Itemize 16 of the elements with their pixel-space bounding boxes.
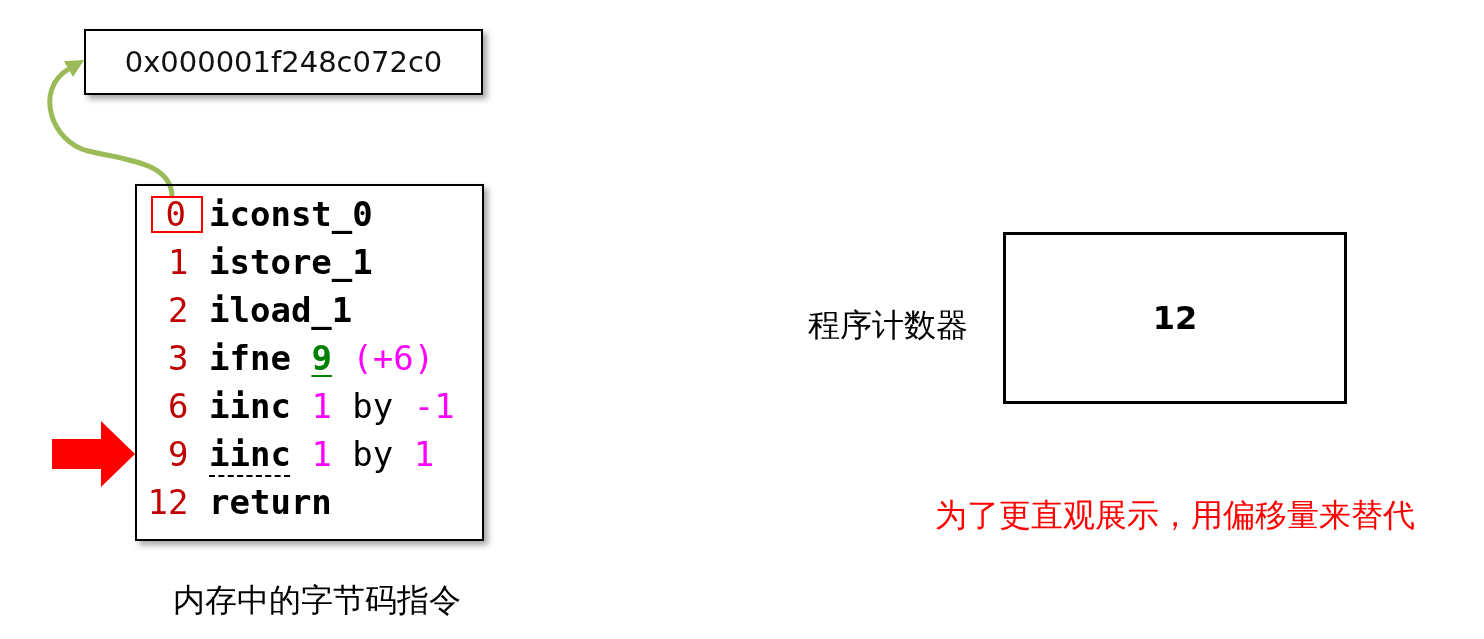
code-line: 6 iinc 1 by -1: [168, 385, 455, 428]
note: 为了更直观展示，用偏移量来替代: [935, 495, 1415, 535]
listing-label: 内存中的字节码指令: [173, 580, 461, 620]
code-line: 3 ifne 9 (+6): [168, 337, 435, 380]
code-listing-box: [135, 184, 484, 541]
code-line: 2 iload_1: [168, 289, 353, 332]
code-line: 1 istore_1: [168, 241, 373, 284]
curved-arrow: [47, 58, 175, 197]
register-label: 程序计数器: [808, 305, 968, 345]
code-line: 12 return: [147, 481, 332, 524]
code-line: 9 iinc 1 by 1: [168, 433, 435, 476]
register-box: 12: [1003, 232, 1347, 404]
block-arrow: [52, 421, 135, 487]
code-line: iconst_0: [209, 193, 373, 236]
address-box: 0x000001f248c072c0: [84, 29, 483, 95]
highlight-box: 0: [151, 196, 203, 233]
